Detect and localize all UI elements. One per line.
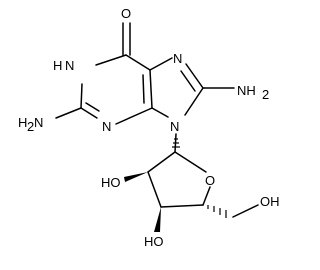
bond-n9-c4 [151,107,169,118]
label-ring-oxygen: O [205,173,215,188]
bond-c2-n3-a [80,107,98,119]
label-hydroxyl-2prime: HO [101,175,121,190]
bond-n1-c2 [80,83,83,109]
label-amine-right-2: 2 [262,87,269,102]
label-amine-left-h: H [18,115,27,130]
molecule-structure: O H N N N N H 2 N NH 2 O HO HO OH [18,6,280,249]
bond-c4-c5-b [142,74,145,104]
label-amine-left-2: 2 [27,119,34,134]
label-hydroxyl-3prime: HO [144,234,164,249]
bond-o4-c4prime [202,186,211,206]
bond-c6-n1 [95,54,127,66]
label-n3: N [102,119,111,134]
label-amine-right-nh: NH [237,83,256,98]
bonds [55,22,259,218]
bond-n7-c8-b [180,70,196,92]
bond-c1-o4prime [174,151,207,173]
bond-c1-c2prime [147,151,176,173]
atom-labels: O H N N N N H 2 N NH 2 O HO HO OH [18,6,280,249]
label-n1-n: N [65,58,74,73]
label-n9: N [170,119,179,134]
bond-n7-c8-a [185,63,204,89]
label-n7: N [173,51,182,66]
bond-c8-n9 [184,87,204,116]
label-amine-left-n: N [34,115,43,130]
stereo-bonds [124,138,227,232]
bond-n3-c4 [115,107,153,125]
hashed-bond-c1prime [172,138,180,148]
label-hydroxyl-5prime: OH [260,194,280,209]
bond-c4-c5-a [149,69,153,109]
bond-c2-n3-b [85,102,100,112]
label-carbonyl-oxygen: O [121,6,131,21]
bond-c5-n7 [149,57,173,71]
wedge-c3prime-oh [154,207,161,232]
bond-c2-nh2 [55,107,82,119]
bond-c5prime [232,204,259,218]
wedge-c2prime-oh [124,172,148,182]
hashed-bond-c4prime [207,205,227,218]
label-n1-h: H [53,58,62,73]
bond-c2-c3prime [147,171,162,208]
bond-c6-c5 [125,54,151,71]
bond-c3-c4prime [160,204,204,208]
